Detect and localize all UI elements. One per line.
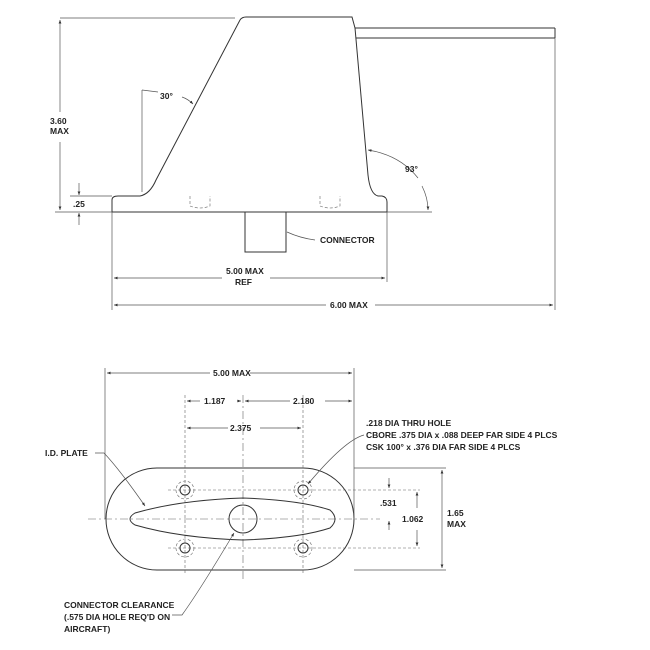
dim-left: 1.187 bbox=[204, 396, 226, 406]
clearance-line-2: (.575 DIA HOLE REQ'D ON bbox=[64, 612, 170, 622]
hole-note-line-2: CBORE .375 DIA x .088 DEEP FAR SIDE 4 PL… bbox=[366, 430, 558, 440]
clearance-line-1: CONNECTOR CLEARANCE bbox=[64, 600, 175, 610]
lean-angle: 30° bbox=[160, 91, 173, 101]
width-value: 1.65 bbox=[447, 508, 464, 518]
height-value: 3.60 bbox=[50, 116, 67, 126]
dim-right: 2.180 bbox=[293, 396, 315, 406]
cable bbox=[355, 27, 556, 39]
half-hole-spacing-y: .531 bbox=[380, 498, 397, 508]
connector-label: CONNECTOR bbox=[320, 235, 375, 245]
id-plate-label: I.D. PLATE bbox=[45, 448, 88, 458]
connector bbox=[244, 211, 287, 253]
id-plate bbox=[129, 497, 336, 541]
hole-spacing-y: 1.062 bbox=[402, 514, 424, 524]
hole-spacing-x: 2.375 bbox=[230, 423, 252, 433]
base-length-value: 5.00 MAX bbox=[226, 266, 264, 276]
mounting-holes bbox=[175, 480, 313, 558]
clearance-line-3: AIRCRAFT) bbox=[64, 624, 110, 634]
antenna-body bbox=[111, 16, 388, 213]
height-suffix: MAX bbox=[50, 126, 69, 136]
plate-length: 5.00 MAX bbox=[213, 368, 251, 378]
bottom-view: 5.00 MAX 1.187 2.180 2.375 .218 DIA THRU… bbox=[45, 368, 558, 634]
trailing-angle: 93° bbox=[405, 164, 418, 174]
base-thickness: .25 bbox=[73, 199, 85, 209]
base-length-suffix: REF bbox=[235, 277, 252, 287]
hole-note-line-1: .218 DIA THRU HOLE bbox=[366, 418, 452, 428]
overall-length: 6.00 MAX bbox=[330, 300, 368, 310]
width-suffix: MAX bbox=[447, 519, 466, 529]
side-view: 3.60 MAX .25 30° 93° CONNECTOR 5.00 MAX … bbox=[50, 16, 556, 310]
connector-hole bbox=[228, 504, 258, 534]
hole-note-line-3: CSK 100° x .376 DIA FAR SIDE 4 PLCS bbox=[366, 442, 521, 452]
